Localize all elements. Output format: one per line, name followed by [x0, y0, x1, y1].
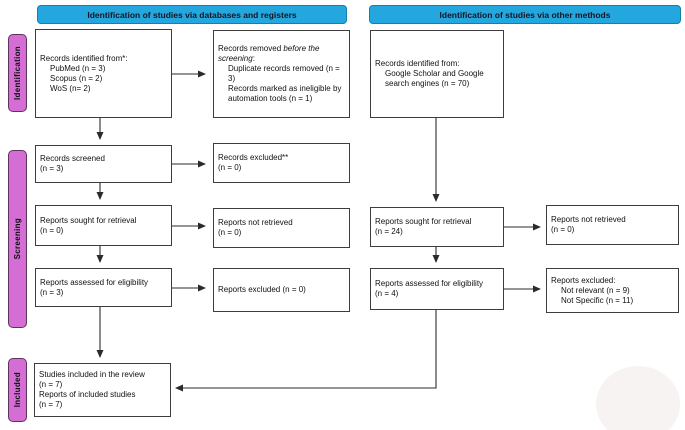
- box-item: Duplicate records removed (n = 3): [228, 64, 340, 83]
- box-item: Google Scholar and Google search engines…: [385, 69, 484, 88]
- box-line: Records screened: [40, 154, 105, 163]
- box-line: Reports sought for retrieval: [40, 215, 137, 225]
- stage-identification-label: Identification: [13, 46, 22, 100]
- stage-included-label: Included: [13, 372, 22, 408]
- box-line: Reports assessed for eligibility: [40, 277, 149, 287]
- box-line: (n = 0): [218, 228, 242, 237]
- box-records-screened: Records screened (n = 3): [35, 145, 172, 183]
- box-item: Records marked as ineligible by automati…: [228, 84, 342, 103]
- box-line: (n = 4): [375, 289, 399, 298]
- box-line: Records excluded**: [218, 153, 289, 162]
- stage-identification: Identification: [8, 34, 27, 112]
- box-line: Reports assessed for eligibility: [375, 279, 484, 288]
- box-line: (n = 3): [40, 287, 64, 297]
- box-reports-assessed-databases: Reports assessed for eligibility (n = 3): [35, 268, 172, 307]
- box-title: Records removed before the screening:: [218, 44, 320, 63]
- box-reports-excluded-eligibility-databases: Reports excluded (n = 0): [213, 268, 350, 312]
- box-records-identified-databases: Records identified from*: PubMed (n = 3)…: [35, 29, 172, 118]
- box-line: Reports of included studies: [39, 390, 136, 399]
- box-title: Records identified from*:: [40, 53, 128, 63]
- box-item: PubMed (n = 3): [50, 63, 106, 73]
- header-other-methods: Identification of studies via other meth…: [369, 5, 681, 24]
- italic-phrase: before the screening: [218, 44, 320, 63]
- box-records-identified-other: Records identified from: Google Scholar …: [370, 30, 504, 118]
- watermark-artifact: [596, 366, 680, 430]
- box-line: (n = 0): [551, 225, 575, 234]
- box-item: Not Specific (n = 11): [561, 295, 634, 305]
- box-item: Not relevant (n = 9): [561, 285, 630, 295]
- box-reports-excluded-eligibility-other: Reports excluded: Not relevant (n = 9) N…: [546, 268, 679, 313]
- box-line: (n = 24): [375, 227, 403, 236]
- box-line: Studies included in the review: [39, 370, 145, 379]
- box-title: Reports excluded:: [551, 275, 616, 285]
- box-line: Reports not retrieved: [218, 218, 293, 227]
- box-line: (n = 0): [40, 225, 64, 235]
- box-studies-included: Studies included in the review (n = 7) R…: [34, 363, 171, 417]
- box-reports-sought-databases: Reports sought for retrieval (n = 0): [35, 205, 172, 246]
- box-line: (n = 0): [218, 163, 242, 172]
- header-databases-registers: Identification of studies via databases …: [37, 5, 347, 24]
- box-line: (n = 7): [39, 400, 63, 409]
- stage-screening: Screening: [8, 150, 27, 328]
- box-records-removed-before-screening: Records removed before the screening: Du…: [213, 30, 350, 118]
- box-item: WoS (n= 2): [50, 83, 91, 93]
- box-line: (n = 7): [39, 380, 63, 389]
- box-line: Reports excluded (n = 0): [218, 285, 306, 294]
- box-records-excluded: Records excluded** (n = 0): [213, 143, 350, 183]
- box-reports-not-retrieved-other: Reports not retrieved (n = 0): [546, 205, 679, 245]
- box-line: Reports sought for retrieval: [375, 217, 472, 226]
- box-reports-sought-other: Reports sought for retrieval (n = 24): [370, 207, 504, 247]
- box-line: Reports not retrieved: [551, 215, 626, 224]
- box-item: Scopus (n = 2): [50, 73, 103, 83]
- box-title: Records identified from:: [375, 59, 460, 68]
- box-reports-not-retrieved-databases: Reports not retrieved (n = 0): [213, 208, 350, 248]
- box-line: (n = 3): [40, 164, 64, 173]
- box-reports-assessed-other: Reports assessed for eligibility (n = 4): [370, 268, 504, 310]
- stage-included: Included: [8, 358, 27, 422]
- stage-screening-label: Screening: [13, 218, 22, 260]
